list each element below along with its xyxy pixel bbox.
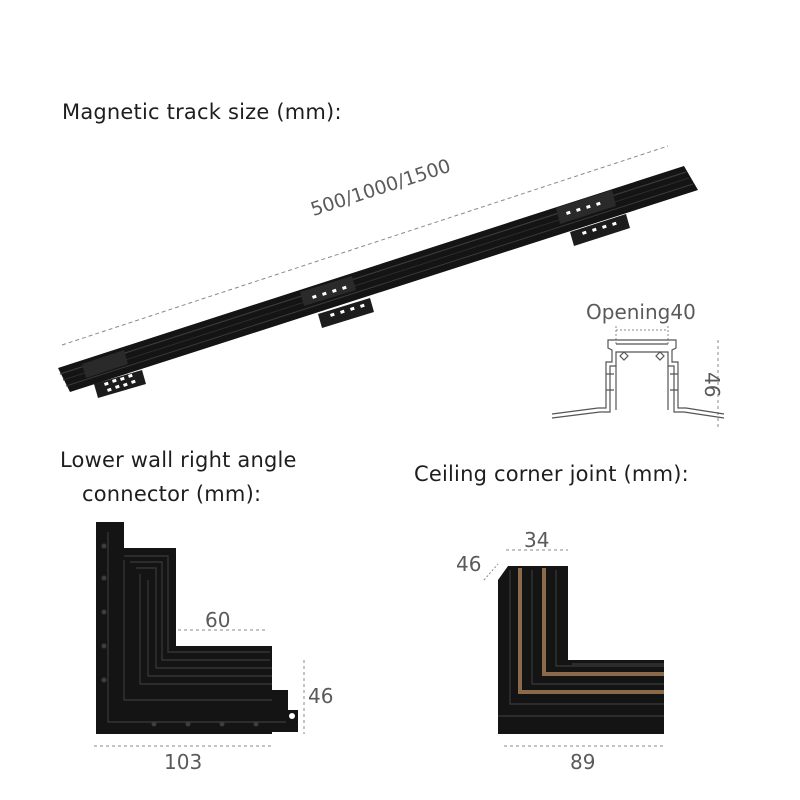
mounting-clip-middle bbox=[300, 276, 374, 328]
opening-label: Opening40 bbox=[586, 300, 696, 324]
mounting-clip-right bbox=[556, 190, 630, 246]
lower-wall-heading-line1: Lower wall right angle bbox=[60, 448, 297, 472]
lower-connector-body bbox=[96, 522, 298, 734]
lower-top-dim-label: 60 bbox=[205, 608, 231, 632]
ceiling-corner-heading: Ceiling corner joint (mm): bbox=[414, 462, 689, 486]
mounting-clip-left bbox=[82, 350, 146, 398]
lower-side-dim-label: 46 bbox=[308, 684, 334, 708]
track-body bbox=[58, 166, 698, 392]
lower-bottom-dim-label: 103 bbox=[164, 750, 203, 774]
ceiling-joint-body bbox=[498, 566, 664, 734]
track-dimension-line bbox=[61, 145, 669, 346]
track-size-heading: Magnetic track size (mm): bbox=[62, 100, 342, 124]
ceiling-bottom-dim-label: 89 bbox=[570, 750, 596, 774]
ceiling-top-dim-label: 34 bbox=[524, 528, 550, 552]
ceiling-diag-dim-label: 46 bbox=[456, 552, 482, 576]
lower-wall-heading-line2: connector (mm): bbox=[82, 482, 262, 506]
